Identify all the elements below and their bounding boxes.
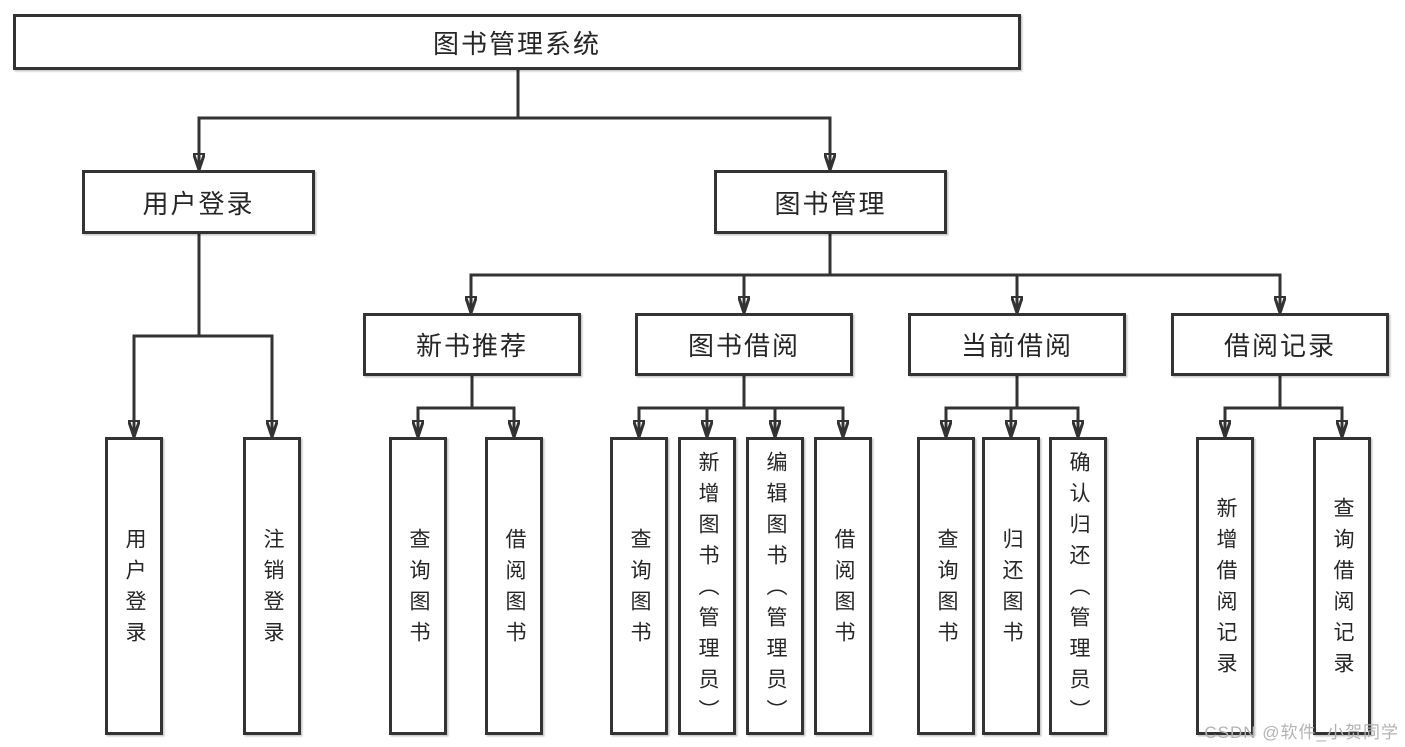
leaf-query-books-borrow: 查询图书 — [610, 437, 668, 735]
node-book-management: 图书管理 — [714, 170, 947, 234]
csdn-watermark: CSDN @软件_小贺同学 — [1204, 723, 1399, 742]
leaf-add-book-admin: 新增图书（管理员） — [678, 437, 736, 735]
connector-borrow-records-to-leaves — [1225, 374, 1342, 439]
leaf-query-borrow-record: 查询借阅记录 — [1313, 437, 1371, 735]
node-borrow-records: 借阅记录 — [1171, 313, 1389, 376]
leaf-query-books-recommend: 查询图书 — [389, 437, 447, 735]
connector-new-book-recommend-to-leaves — [418, 374, 514, 439]
leaf-borrow-books-recommend: 借阅图书 — [485, 437, 543, 735]
node-book-borrow: 图书借阅 — [635, 313, 853, 376]
connector-user-login-to-leaves — [134, 232, 272, 439]
connector-root-to-level2 — [199, 67, 830, 172]
leaf-return-book: 归还图书 — [982, 437, 1040, 735]
leaf-confirm-return-admin: 确认归还（管理员） — [1049, 437, 1107, 735]
node-user-login: 用户登录 — [82, 170, 315, 234]
connector-book-management-to-level3 — [471, 232, 1280, 315]
node-current-borrow: 当前借阅 — [908, 313, 1126, 376]
connector-current-borrow-to-leaves — [946, 374, 1078, 439]
node-new-book-recommend: 新书推荐 — [363, 313, 581, 376]
connector-book-borrow-to-leaves — [639, 374, 843, 439]
leaf-logout: 注销登录 — [243, 437, 301, 735]
leaf-borrow-books: 借阅图书 — [814, 437, 872, 735]
leaf-user-login: 用户登录 — [105, 437, 163, 735]
node-library-management-system: 图书管理系统 — [13, 14, 1021, 70]
leaf-add-borrow-record: 新增借阅记录 — [1196, 437, 1254, 735]
leaf-query-books-current: 查询图书 — [917, 437, 975, 735]
leaf-edit-book-admin: 编辑图书（管理员） — [746, 437, 804, 735]
